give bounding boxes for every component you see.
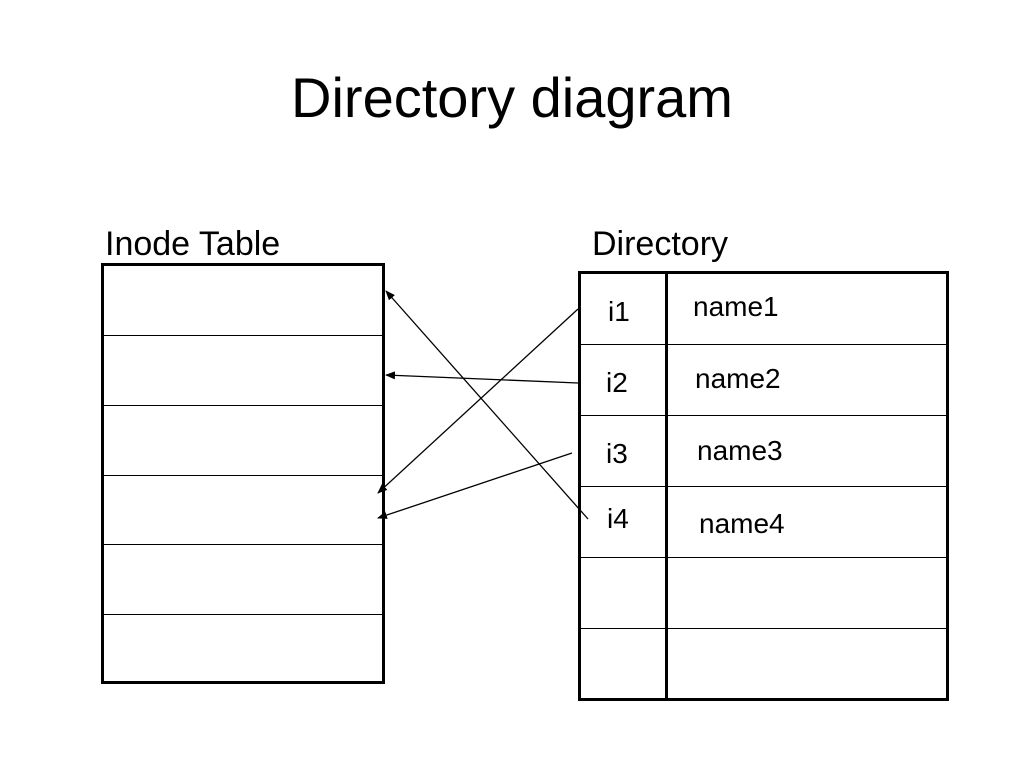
inode-row-4	[104, 475, 382, 545]
inode-table	[101, 263, 385, 684]
directory-name-cell: name3	[697, 435, 783, 466]
slide-title: Directory diagram	[291, 66, 733, 129]
inode-row-1	[104, 266, 382, 336]
directory-table: i1 name1 i2 name2 i3 name3 i4 name4	[578, 271, 949, 701]
inode-table-label: Inode Table	[105, 225, 281, 263]
directory-row-separator	[581, 486, 946, 487]
arrow-i1-to-inode	[377, 308, 579, 494]
directory-name-cell: name2	[695, 363, 781, 394]
inode-row-3	[104, 406, 382, 476]
directory-row-separator	[581, 344, 946, 345]
directory-row-separator	[581, 557, 946, 558]
directory-name-cell: name4	[699, 508, 785, 539]
arrow-i3-to-inode	[377, 452, 573, 519]
arrow-i4-to-inode	[385, 290, 589, 520]
directory-label: Directory	[592, 225, 729, 263]
inode-row-5	[104, 545, 382, 615]
directory-inode-cell: i3	[606, 438, 628, 469]
inode-row-2	[104, 336, 382, 406]
directory-name-cell: name1	[693, 291, 779, 322]
directory-row-separator	[581, 628, 946, 629]
directory-inode-cell: i4	[607, 503, 629, 534]
directory-row-separator	[581, 415, 946, 416]
directory-inode-cell: i1	[608, 296, 630, 327]
directory-inode-cell: i2	[606, 367, 628, 398]
arrow-i2-to-inode	[385, 371, 579, 384]
